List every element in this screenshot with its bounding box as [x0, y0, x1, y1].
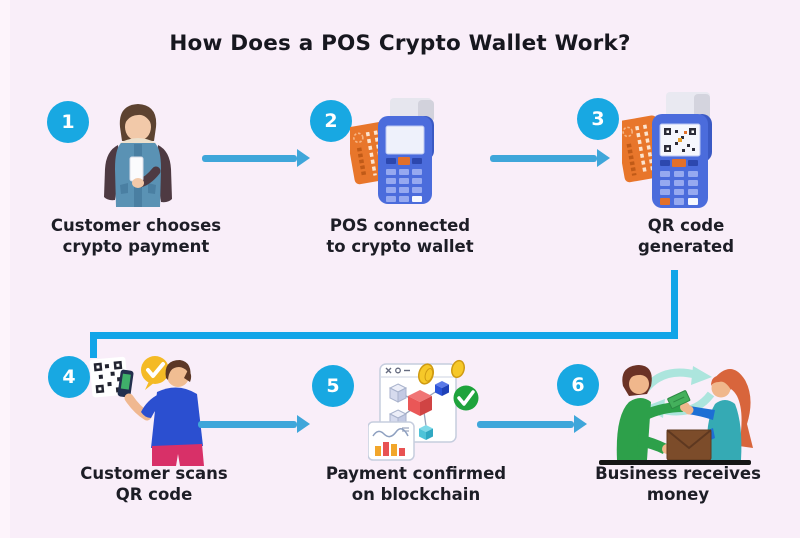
- step-2-label: POS connected to crypto wallet: [326, 216, 474, 257]
- business-money-handover-illustration: [599, 365, 753, 465]
- arrow-step5-to-step6-icon: [477, 415, 587, 433]
- step-4-label: Customer scans QR code: [80, 464, 228, 505]
- connector-step4-down-segment: [90, 332, 97, 358]
- connector-step3-down-segment: [671, 270, 678, 339]
- page-title: How Does a POS Crypto Wallet Work?: [169, 31, 631, 56]
- pos-terminal-with-card-illustration: [350, 98, 434, 204]
- step-5-number-badge: 5: [312, 365, 354, 407]
- pos-terminal-qr-screen-illustration: [622, 92, 712, 208]
- step-1-label: Customer chooses crypto payment: [50, 216, 222, 257]
- step-3-number-badge: 3: [577, 98, 619, 140]
- step-1-number-badge: 1: [47, 101, 89, 143]
- step-4-number-badge: 4: [48, 356, 90, 398]
- arrow-step2-to-step3-icon: [490, 149, 610, 167]
- arrow-step1-to-step2-icon: [202, 149, 310, 167]
- customer-with-phone-illustration: [104, 104, 172, 207]
- step-3-label: QR code generated: [637, 216, 735, 257]
- arrow-step4-to-step5-icon: [198, 415, 310, 433]
- step-2-number-badge: 2: [310, 100, 352, 142]
- customer-scanning-qr-illustration: [89, 356, 204, 466]
- step-6-label: Business receives money: [595, 464, 761, 505]
- step-5-label: Payment confirmed on blockchain: [325, 464, 507, 505]
- blockchain-window-coins-check-illustration: [368, 359, 479, 461]
- connector-horizontal-segment: [90, 332, 678, 339]
- step-6-number-badge: 6: [557, 364, 599, 406]
